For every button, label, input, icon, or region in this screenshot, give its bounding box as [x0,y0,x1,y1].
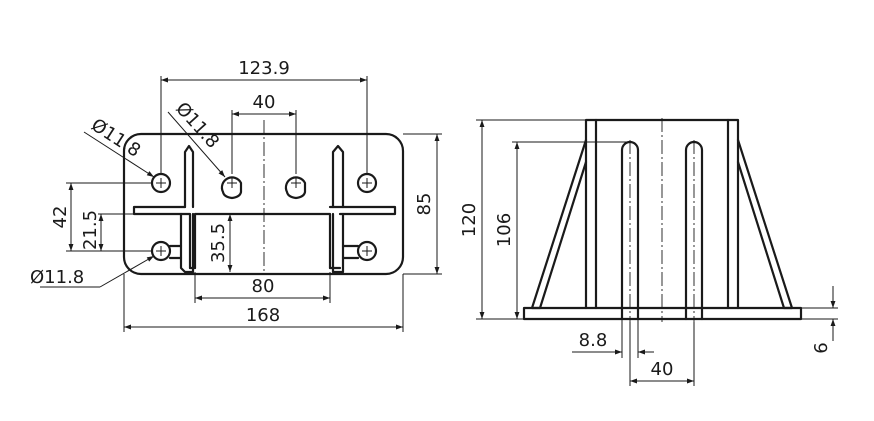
dim-row-spacing: 42 [50,206,71,229]
dim-slot-height: 106 [494,213,515,247]
right-gusset [736,138,794,310]
dim-hole-dia-bottom-left: Ø11.8 [30,267,84,288]
left-fin [179,144,195,274]
left-gusset [530,138,588,310]
plan-view: 123.9 40 Ø11.8 Ø11.8 Ø11.8 42 21.5 85 35… [30,58,442,332]
dim-hole-dia-top-inner: Ø11.8 [171,98,223,152]
dim-inner-hole-pitch: 40 [253,92,276,113]
elevation-extension-lines [476,119,838,386]
base-plate-outline [122,132,405,276]
hole-bottom-right [356,240,378,262]
elevation-base-plate [522,306,803,321]
dim-total-height: 120 [459,203,480,237]
dim-base-height: 85 [414,193,435,216]
slot-boss-bottom-left [168,244,183,260]
elevation-view: 120 106 8.8 40 6 [459,118,838,386]
dim-channel-width: 80 [252,276,275,297]
dim-row-half: 21.5 [80,210,101,250]
dim-slot-pitch: 40 [651,359,674,380]
right-fin [331,144,345,274]
plan-dimension-lines [40,77,440,330]
horizontal-rib [132,205,397,270]
dim-slot-width: 8.8 [579,330,608,351]
elevation-centerlines [629,118,695,322]
dim-base-width: 168 [246,305,280,326]
dim-slot-offset: 35.5 [208,223,229,263]
dim-plate-thickness: 6 [811,342,832,353]
slot-hole-inner-right [284,176,307,200]
slot-boss-bottom-right [341,244,360,260]
dim-hole-dia-top-left: Ø11.8 [87,115,144,162]
dim-overall-hole-pitch: 123.9 [238,58,290,79]
hole-cross-marks [156,178,372,256]
plan-extension-lines [66,76,442,332]
elevation-dimension-lines [479,120,836,384]
slot-hole-inner-left [220,176,243,200]
